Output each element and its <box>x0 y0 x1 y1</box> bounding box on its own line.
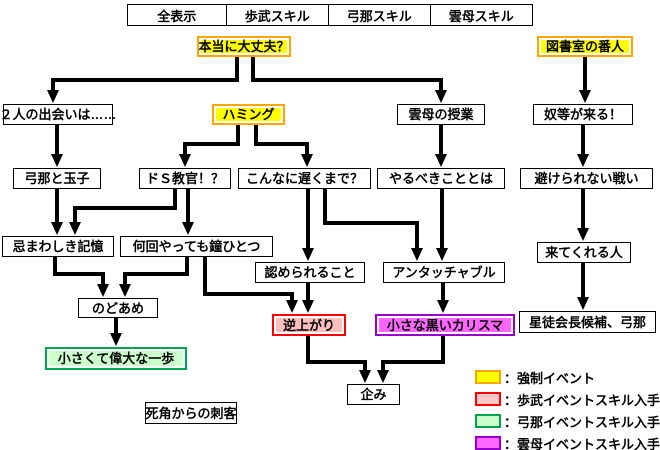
node-yarubeki-koto-towa: やるべきこととは <box>377 168 505 189</box>
legend-swatch-pink <box>475 392 501 406</box>
node-seitokaichou-kouho-yumina: 星徒会長候補、弓那 <box>519 311 656 333</box>
edge-nankai-nodoame <box>119 257 189 297</box>
node-sakerarenai-tatakai: 避けられない戦い <box>520 168 653 189</box>
node-chiisana-kuroi-charisma: 小さな黒いカリスマ <box>375 314 515 336</box>
edge-honto-deai <box>47 57 239 103</box>
legend-row-kira-skill: ：雲母イベントスキル入手 <box>475 432 660 450</box>
tab-all-view[interactable]: 全表示 <box>157 8 197 24</box>
node-futari-no-deai: ２人の出会いは…… <box>0 104 117 125</box>
node-humming: ハミング <box>212 104 285 125</box>
legend-swatch-green <box>475 414 501 428</box>
legend-row-forced-event: ：強制イベント <box>475 366 660 388</box>
edge-do-s-imawashiki <box>69 189 177 235</box>
legend: ：強制イベント ：歩武イベントスキル入手 ：弓那イベントスキル入手 ：雲母イベン… <box>475 366 660 450</box>
node-honto-ni-daijoubu: 本当に大丈夫？ <box>197 36 291 57</box>
node-nankai-yattemo-kane-hitotsu: 何回やっても鐘ひとつ <box>120 236 273 257</box>
node-toshoshitsu-no-bannin: 図書室の番人 <box>537 36 633 57</box>
node-kitekureru-hito: 来てくれる人 <box>537 242 631 263</box>
legend-label: ：歩武イベントスキル入手 <box>504 392 660 408</box>
legend-label: ：弓那イベントスキル入手 <box>504 414 660 430</box>
node-konna-ni-osokumade: こんなに遅くまで？ <box>238 168 371 189</box>
tab-yumina-skill[interactable]: 弓那スキル <box>328 5 430 25</box>
node-shikaku-kara-no-shikaku: 死角からの刺客 <box>145 402 237 424</box>
filter-tab-bar: 全表示 歩武スキル 弓那スキル 雲母スキル <box>127 4 533 26</box>
node-yatsura-ga-kuru: 奴等が来る！ <box>533 104 633 125</box>
node-kira-no-jugyou: 雲母の授業 <box>397 104 485 125</box>
node-imawashiki-kioku: 忌まわしき記憶 <box>2 236 114 257</box>
node-do-s-kyoukan: ドＳ教官！？ <box>139 168 231 189</box>
legend-row-yumina-skill: ：弓那イベントスキル入手 <box>475 410 660 432</box>
legend-label: ：強制イベント <box>504 370 596 386</box>
edge-humming-do-s <box>179 125 240 167</box>
node-takurami: 企み <box>347 384 400 405</box>
legend-label: ：雲母イベントスキル入手 <box>504 436 660 450</box>
node-nodoame: のどあめ <box>78 298 158 318</box>
edge-kuroi-karisuma-takurami <box>377 336 445 383</box>
edge-imawashiki-nodoame <box>53 257 109 297</box>
edge-honto-kira-jugyo <box>251 57 447 103</box>
node-sakaagari: 逆上がり <box>272 314 346 336</box>
edge-osokumade-untouchable <box>323 189 423 261</box>
node-yumina-to-tamago: 弓那と玉子 <box>13 168 101 189</box>
tab-kira-skill[interactable]: 雲母スキル <box>429 5 533 25</box>
node-chiisakute-idai-na-ippo: 小さくて偉大な一歩 <box>45 347 187 370</box>
legend-row-hobu-skill: ：歩武イベントスキル入手 <box>475 388 660 410</box>
node-untouchable: アンタッチャブル <box>383 262 505 283</box>
tab-hobu-skill[interactable]: 歩武スキル <box>225 5 329 25</box>
legend-swatch-magenta <box>475 436 501 450</box>
edge-nankai-sakaagari <box>203 257 298 313</box>
edge-humming-osokumade <box>254 125 313 167</box>
edge-sakaagari-takurami <box>306 336 371 383</box>
node-mitomerareru-koto: 認められること <box>255 262 365 283</box>
legend-swatch-yellow <box>475 370 501 384</box>
